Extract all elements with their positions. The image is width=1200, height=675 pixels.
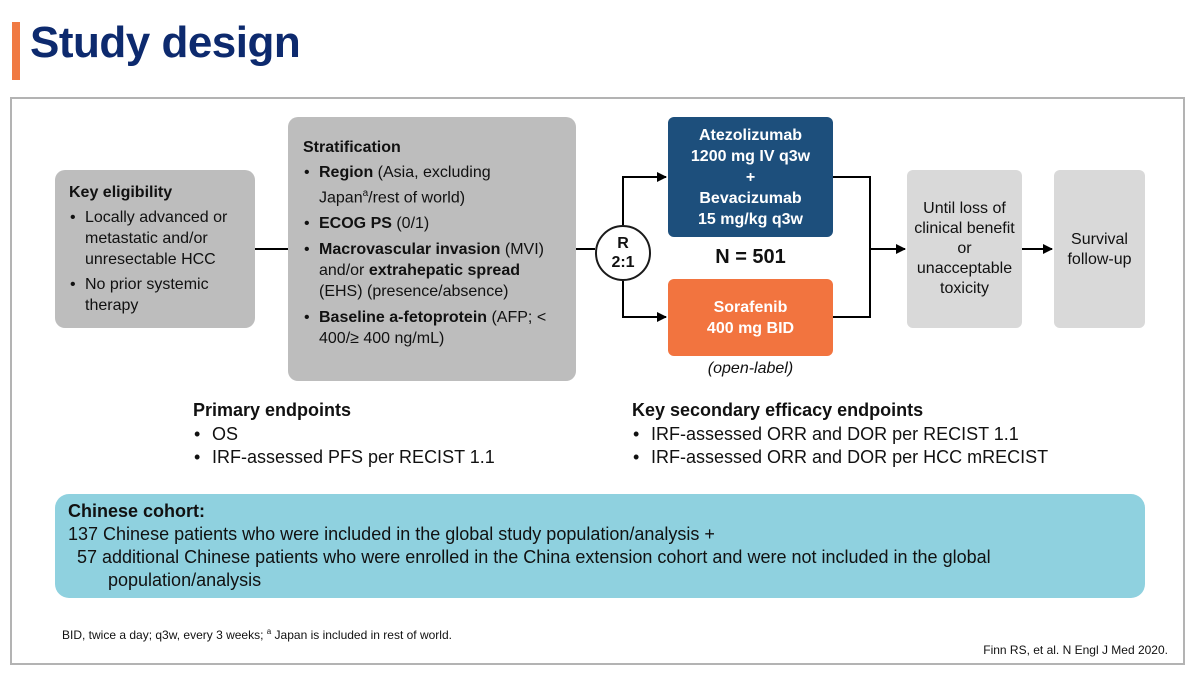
- chinese-cohort-line: 57 additional Chinese patients who were …: [77, 547, 991, 567]
- key-eligibility-heading: Key eligibility: [69, 184, 173, 201]
- primary-endpoint-item: IRF-assessed PFS per RECIST 1.1: [193, 446, 495, 469]
- sample-size-label: N = 501: [715, 246, 786, 268]
- eligibility-item: Locally advanced or metastatic and/or un…: [69, 207, 243, 270]
- secondary-endpoint-item: IRF-assessed ORR and DOR per HCC mRECIST: [632, 446, 1048, 469]
- connector-sorafenib-out: [833, 249, 871, 318]
- open-label-note: (open-label): [707, 360, 794, 377]
- chinese-cohort-line: population/analysis: [108, 570, 262, 590]
- diagram-frame: [10, 97, 1185, 665]
- primary-endpoints: Primary endpoints OS IRF-assessed PFS pe…: [193, 399, 495, 469]
- key-eligibility-box: Key eligibility Locally advanced or meta…: [55, 170, 255, 328]
- stratification-item-ecog: ECOG PS (0/1): [303, 213, 564, 234]
- connector-atezo-out: [833, 176, 871, 249]
- title-accent-bar: [12, 22, 20, 80]
- arrow-to-sorafenib-arm: [622, 281, 667, 322]
- secondary-endpoints: Key secondary efficacy endpoints IRF-ass…: [632, 399, 1048, 469]
- stratification-item-region: Region (Asia, excluding Japana/rest of w…: [303, 162, 564, 208]
- stratification-item-mvi-ehs: Macrovascular invasion (MVI) and/or extr…: [303, 239, 564, 302]
- stratification-box: Stratification Region (Asia, excluding J…: [288, 117, 576, 381]
- randomization-circle: R 2:1: [595, 225, 651, 281]
- sorafenib-arm: Sorafenib 400 mg BID: [668, 279, 833, 356]
- primary-endpoints-heading: Primary endpoints: [193, 400, 352, 420]
- chinese-cohort-heading: Chinese cohort:: [68, 501, 206, 521]
- page-title: Study design: [30, 18, 301, 67]
- stratification-item-afp: Baseline a-fetoprotein (AFP; < 400/≥ 400…: [303, 307, 564, 349]
- arrow-to-atezo-arm: [622, 172, 667, 225]
- secondary-endpoints-heading: Key secondary efficacy endpoints: [632, 400, 924, 420]
- chinese-cohort-box: Chinese cohort: 137 Chinese patients who…: [55, 494, 1145, 598]
- secondary-endpoint-item: IRF-assessed ORR and DOR per RECIST 1.1: [632, 423, 1048, 446]
- until-progression-box: Until loss of clinical benefit or unacce…: [907, 170, 1022, 328]
- chinese-cohort-line: 137 Chinese patients who were included i…: [68, 524, 715, 544]
- stratification-heading: Stratification: [303, 139, 401, 156]
- atezolizumab-bevacizumab-arm: Atezolizumab 1200 mg IV q3w + Bevacizuma…: [668, 117, 833, 237]
- eligibility-item: No prior systemic therapy: [69, 274, 243, 316]
- survival-follow-up-box: Survival follow-up: [1054, 170, 1145, 328]
- citation: Finn RS, et al. N Engl J Med 2020.: [983, 643, 1168, 657]
- footnote: BID, twice a day; q3w, every 3 weeks; a …: [62, 627, 452, 642]
- primary-endpoint-item: OS: [193, 423, 495, 446]
